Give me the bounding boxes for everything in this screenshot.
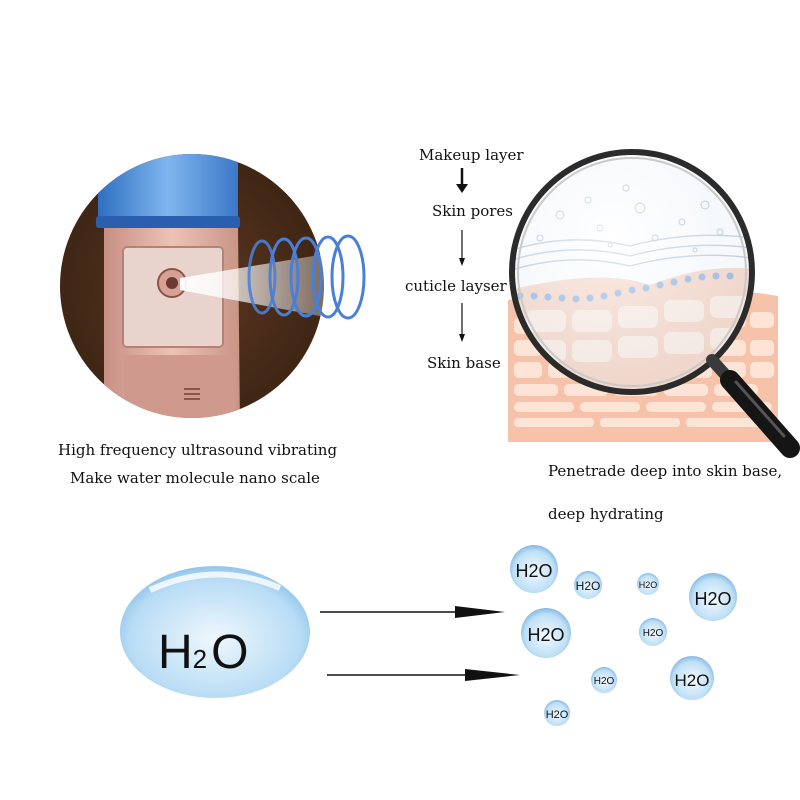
svg-text:H2O: H2O <box>639 580 658 590</box>
mist-spray <box>180 250 352 322</box>
water-drop-small: H2O <box>591 667 617 693</box>
skin-caption-line1: Penetrade deep into skin base, <box>548 462 783 480</box>
device-caption-line2: Make water molecule nano scale <box>70 469 320 487</box>
water-drop-small: H2O <box>521 608 571 658</box>
svg-text:H2O: H2O <box>675 671 710 690</box>
svg-text:H2O: H2O <box>515 561 552 581</box>
water-drop-large: H2O <box>120 566 310 698</box>
device-vent <box>184 388 200 390</box>
svg-text:H2O: H2O <box>694 589 731 609</box>
svg-text:H2O: H2O <box>546 709 569 721</box>
arrow-right-icon <box>327 669 520 681</box>
svg-text:H2O: H2O <box>643 628 664 639</box>
water-drop-small: H2O <box>689 573 737 621</box>
arrow-down-icon <box>456 168 468 193</box>
water-drop-small: H2O <box>544 700 570 726</box>
skin-caption-line2: deep hydrating <box>548 505 664 523</box>
ultrasonic-rings <box>247 234 366 320</box>
h2o-label-large: H2O <box>158 626 248 679</box>
arrow-down-icon <box>459 303 465 342</box>
water-drop-small: H2O <box>510 545 558 593</box>
step-skin-pores: Skin pores <box>432 202 513 220</box>
water-drop-small: H2O <box>670 656 714 700</box>
svg-text:H2O: H2O <box>594 676 615 687</box>
water-drop-small: H2O <box>637 573 659 595</box>
svg-text:H2O: H2O <box>527 625 564 645</box>
device-caption-line1: High frequency ultrasound vibrating <box>58 441 338 459</box>
arrow-down-icon <box>459 230 465 266</box>
step-skin-base: Skin base <box>427 354 501 372</box>
magnifier-lens <box>509 149 755 395</box>
water-drop-small: H2O <box>574 571 602 599</box>
water-drop-small: H2O <box>639 618 667 646</box>
svg-text:H2O: H2O <box>576 579 601 593</box>
step-makeup-layer: Makeup layer <box>419 146 524 164</box>
magnifier-handle <box>706 354 800 458</box>
step-cuticle-layer: cuticle layser <box>405 277 507 295</box>
arrow-right-icon <box>320 606 505 618</box>
